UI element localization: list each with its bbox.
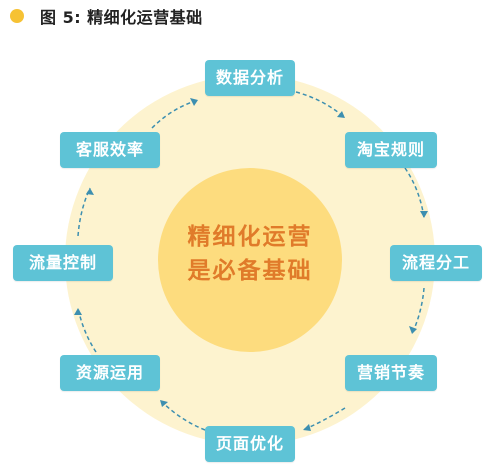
arrowhead-8 — [190, 98, 198, 106]
arrowhead-3 — [409, 326, 417, 334]
node-page-optimization: 页面优化 — [205, 426, 295, 462]
bullet-dot-icon — [10, 9, 24, 23]
arrowhead-1 — [337, 111, 345, 118]
inner-circle — [158, 168, 342, 352]
center-line-2: 是必备基础 — [187, 258, 313, 284]
figure-title: 图 5: 精细化运营基础 — [40, 8, 203, 27]
arrowhead-4 — [303, 424, 311, 431]
node-traffic-control: 流量控制 — [13, 245, 113, 281]
node-marketing-rhythm: 营销节奏 — [345, 355, 437, 391]
center-line-1: 精细化运营 — [187, 224, 313, 250]
figure-header: 图 5: 精细化运营基础 — [10, 4, 203, 28]
center-label: 精细化运营 是必备基础 — [160, 220, 340, 288]
node-resource-usage: 资源运用 — [60, 355, 160, 391]
node-process-division: 流程分工 — [390, 245, 482, 281]
arrowhead-7 — [86, 188, 94, 195]
node-customer-service-efficiency: 客服效率 — [60, 132, 160, 168]
node-data-analysis: 数据分析 — [205, 60, 295, 96]
arrowhead-2 — [420, 211, 428, 218]
arrowhead-6 — [74, 308, 82, 315]
arrowhead-5 — [160, 400, 168, 407]
node-taobao-rules: 淘宝规则 — [345, 132, 437, 168]
